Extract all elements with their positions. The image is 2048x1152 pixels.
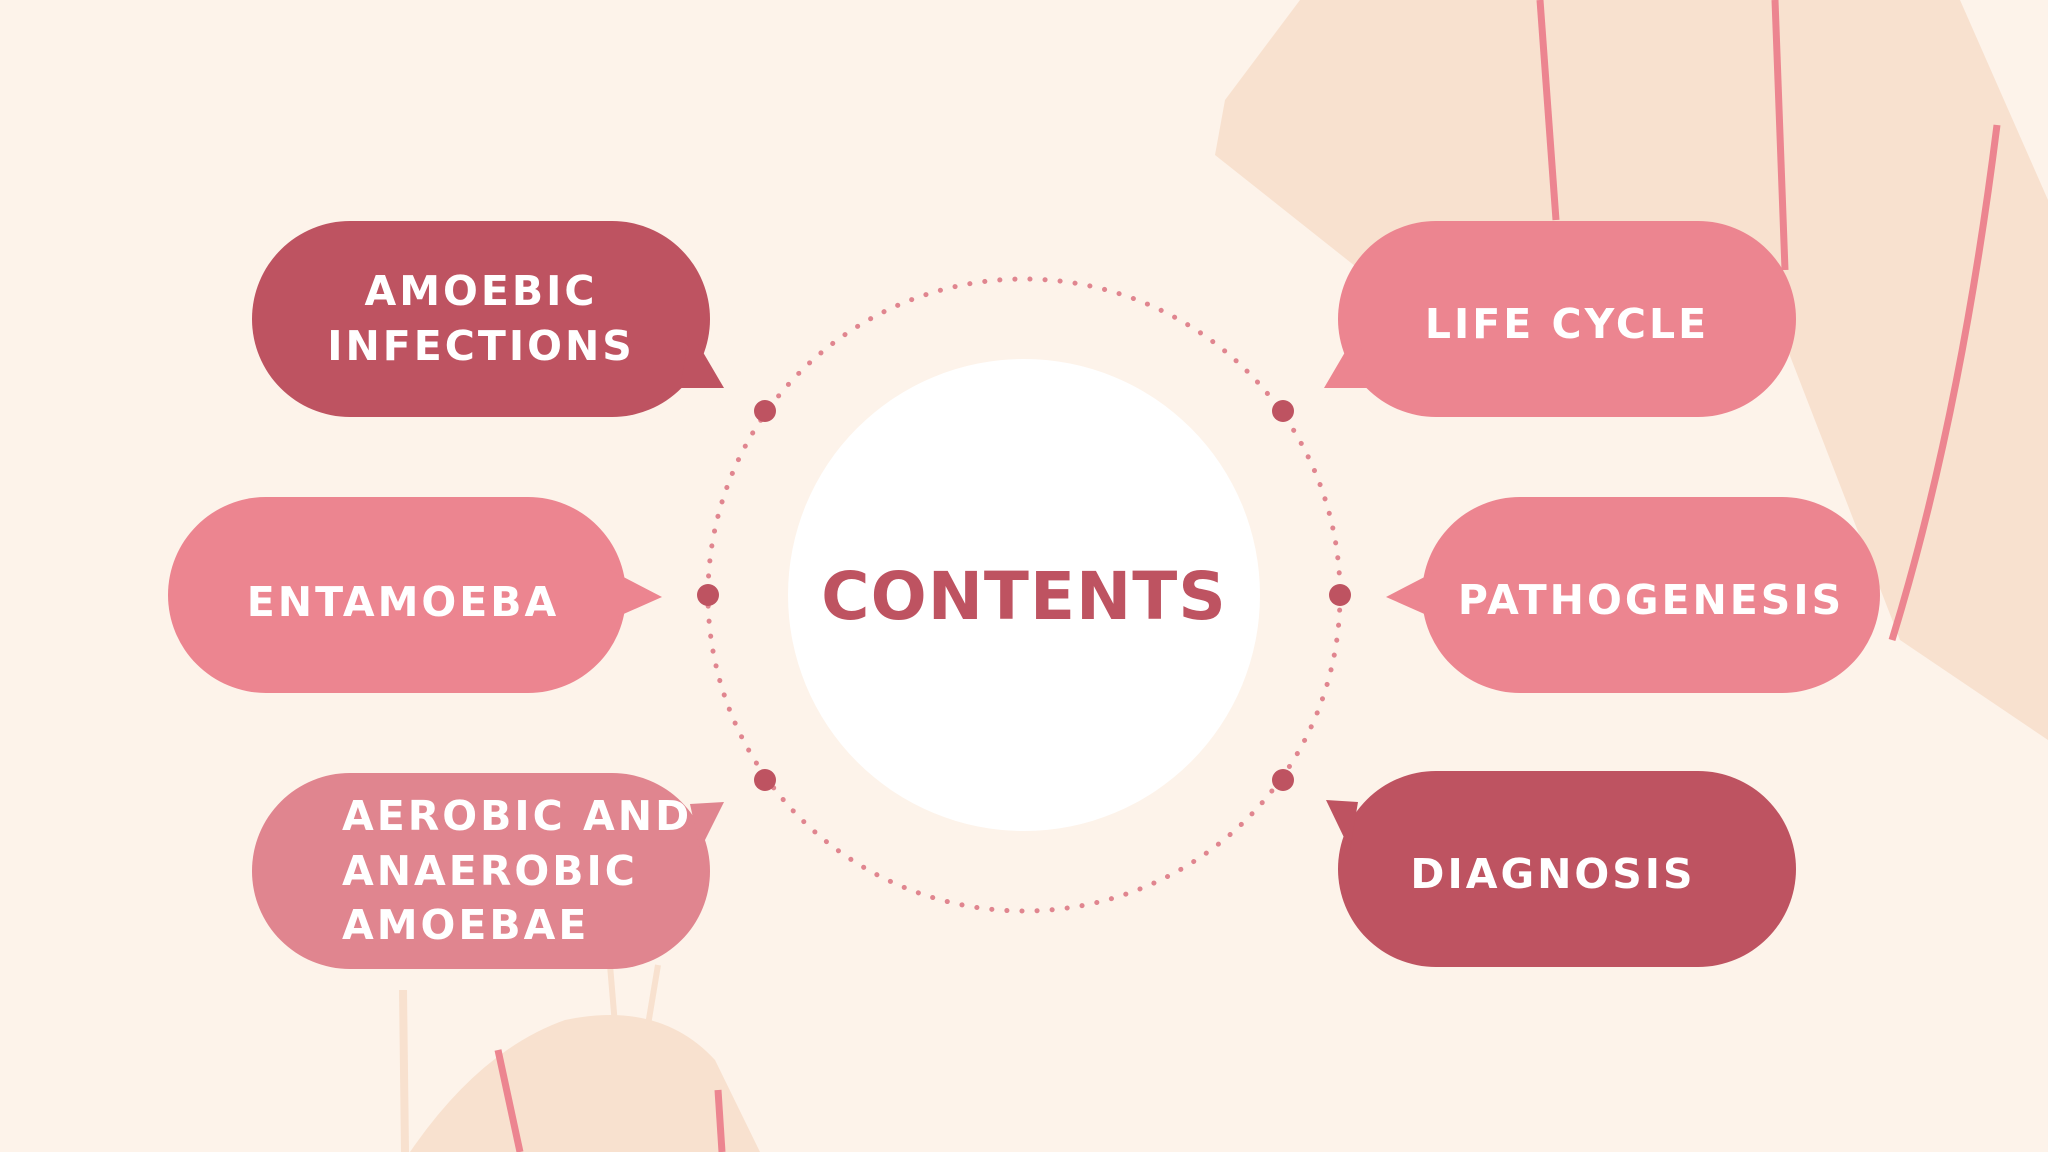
- center-circle: [788, 359, 1260, 831]
- ring-node: [1329, 584, 1351, 606]
- contents-title: CONTENTS: [821, 557, 1227, 635]
- bubble-life-cycle: LIFE CYCLE: [1338, 221, 1796, 427]
- bubble-aerobic-anaerobic-amoebae: AEROBIC AND ANAEROBIC AMOEBAE: [342, 773, 722, 969]
- ring-node: [754, 769, 776, 791]
- pink-line-2: [1771, 0, 1789, 271]
- bubble-shape: [1324, 221, 1796, 417]
- bottom-line-1: [399, 989, 409, 1152]
- bubble-label-line: LIFE CYCLE: [1424, 299, 1710, 348]
- bottom-pink-line-2: [714, 1089, 726, 1152]
- bottom-line-2: [607, 964, 618, 1026]
- bubble-diagnosis: DIAGNOSIS: [1338, 771, 1768, 977]
- ring-node: [697, 584, 719, 606]
- bubble-label-line: DIAGNOSIS: [1410, 849, 1696, 898]
- bubble-shape: [252, 221, 724, 417]
- pink-line-1: [1536, 0, 1560, 221]
- peach-shape-bottom-left: [410, 1015, 760, 1152]
- ring-node: [1272, 769, 1294, 791]
- bubble-shape: [1326, 771, 1796, 967]
- bubble-label-line: AEROBIC AND: [342, 791, 693, 840]
- bottom-pink-line-1: [494, 1049, 524, 1152]
- bubble-amoebic-infections: AMOEBIC INFECTIONS: [252, 221, 710, 417]
- pink-line-3: [1888, 124, 2001, 642]
- bubble-pathogenesis: PATHOGENESIS: [1422, 497, 1880, 703]
- ring-node: [1272, 400, 1294, 422]
- bubble-shape: [252, 773, 724, 969]
- bubble-label-line: INFECTIONS: [327, 322, 635, 370]
- bubble-label-line: AMOEBIC: [364, 267, 598, 316]
- bubble-label-line: ENTAMOEBA: [246, 577, 560, 626]
- bubble-label-line: PATHOGENESIS: [1457, 575, 1845, 624]
- bubble-entamoeba: ENTAMOEBA: [168, 497, 638, 707]
- bubble-label-line: ANAEROBIC: [342, 846, 638, 895]
- peach-shape-top-right: [1215, 0, 2048, 740]
- bottom-line-3: [645, 964, 661, 1026]
- ring-node: [754, 400, 776, 422]
- bubble-shape: [168, 497, 662, 693]
- bubble-label-line: AMOEBAE: [342, 901, 590, 950]
- bubble-shape: [1386, 497, 1880, 693]
